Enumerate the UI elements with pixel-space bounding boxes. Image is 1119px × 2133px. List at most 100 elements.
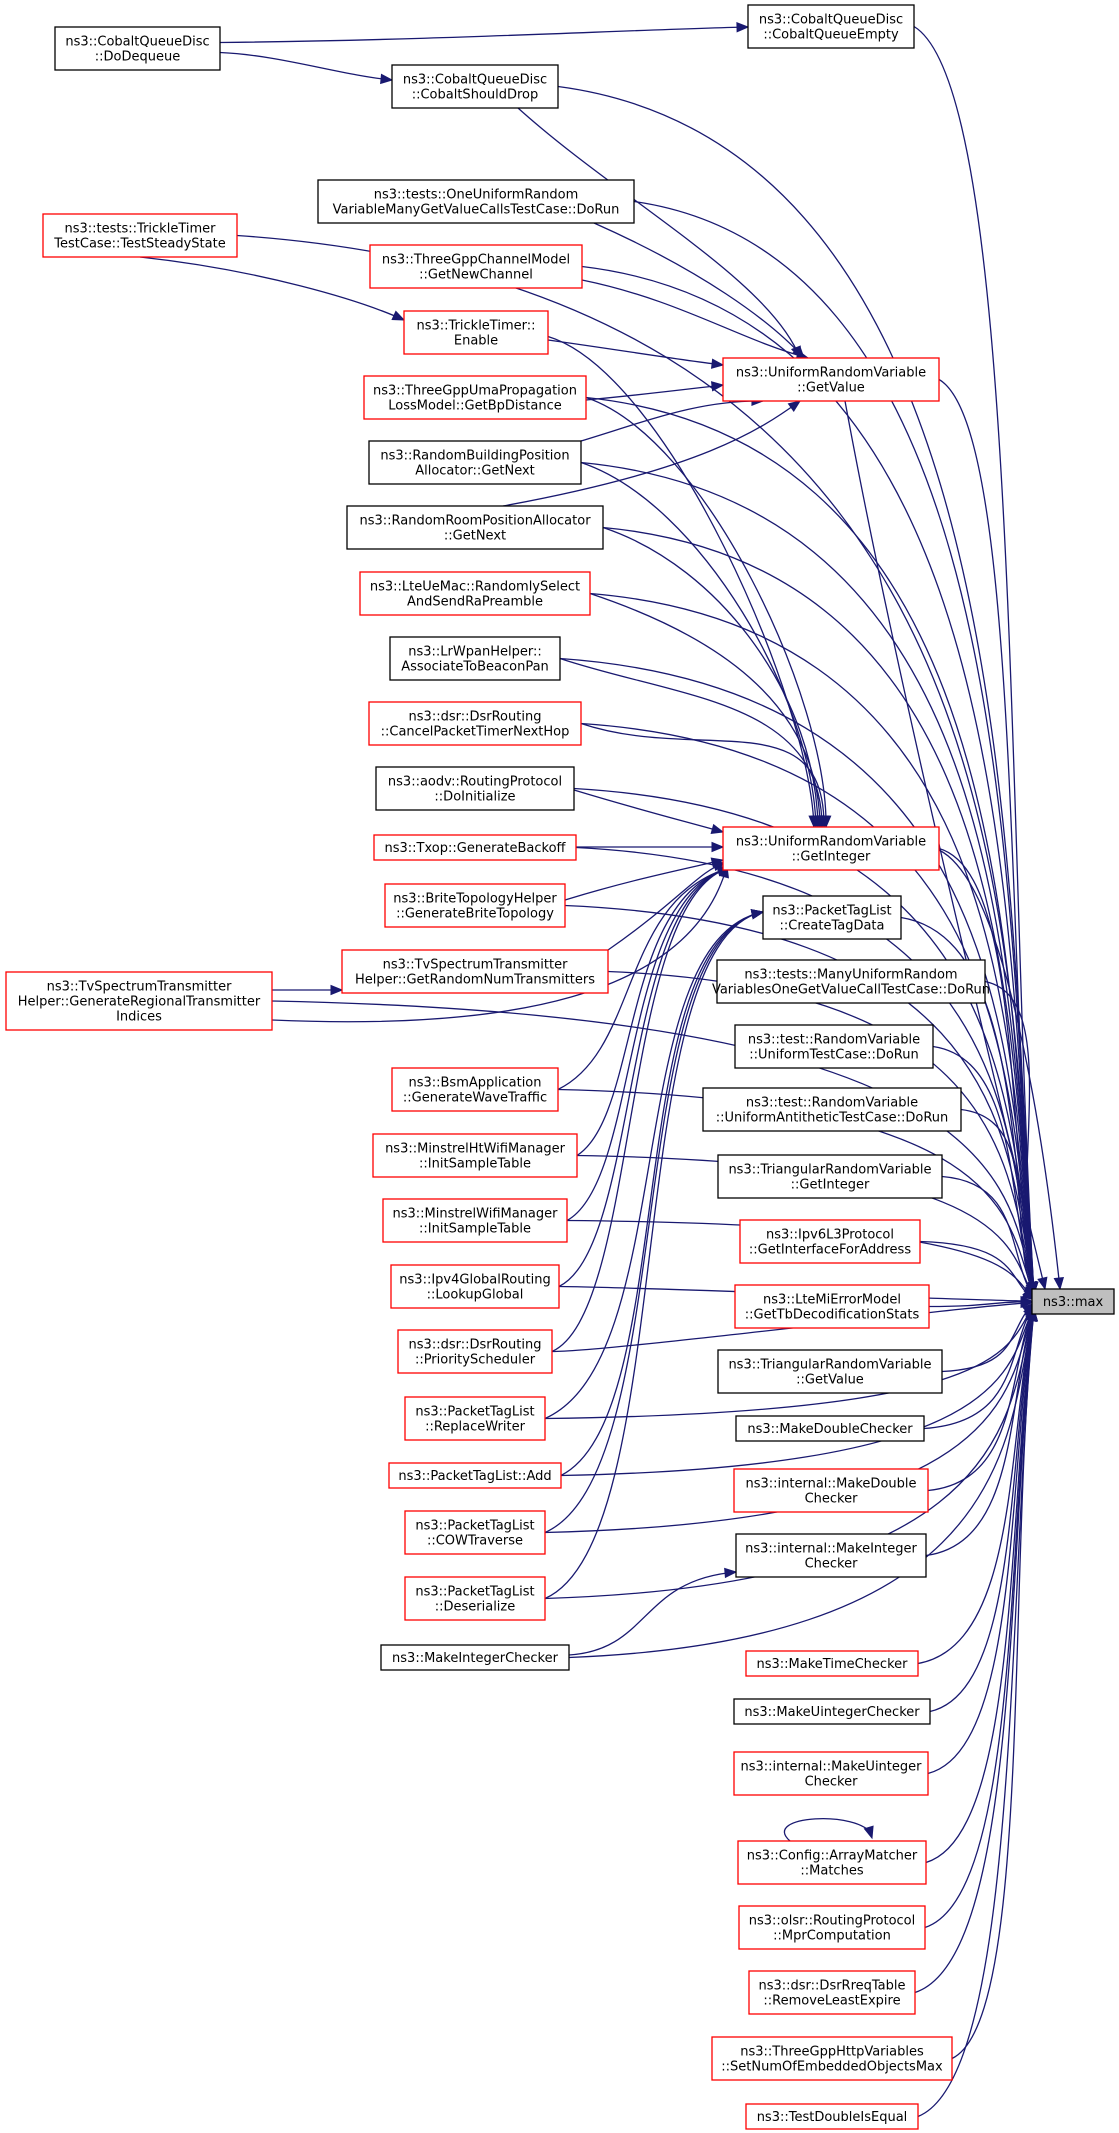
node-tvgetrandom[interactable]: ns3::TvSpectrumTransmitterHelper::GetRan… — [341, 949, 609, 994]
edge-arraymatcher-self — [783, 1818, 873, 1842]
node-randombuilding[interactable]: ns3::RandomBuildingPositionAllocator::Ge… — [368, 440, 582, 485]
node-getbpdistance-label: LossModel::GetBpDistance — [388, 399, 562, 414]
node-urv_getvalue-label: ::GetValue — [797, 381, 865, 396]
node-intmakeinteger[interactable]: ns3::internal::MakeIntegerChecker — [735, 1533, 927, 1578]
edge-minstrel-to-getinteger — [566, 867, 730, 1222]
node-ipv6l3[interactable]: ns3::Ipv6L3Protocol::GetInterfaceForAddr… — [739, 1219, 921, 1264]
node-ipv4global[interactable]: ns3::Ipv4GlobalRouting::LookupGlobal — [390, 1264, 560, 1309]
edge-trickletest-to-max — [236, 234, 1035, 1294]
node-createtagdata[interactable]: ns3::PacketTagList::CreateTagData — [762, 895, 902, 940]
edge-antithetic-to-max — [960, 1108, 1035, 1297]
node-dodequeue[interactable]: ns3::CobaltQueueDisc::DoDequeue — [54, 26, 221, 71]
edge-testdouble-to-max — [917, 1309, 1035, 2118]
node-cobaltshoulddrop-label: ::CobaltShouldDrop — [412, 88, 539, 103]
edge-lrwpan-to-max — [559, 657, 1035, 1294]
node-antithetic[interactable]: ns3::test::RandomVariable::UniformAntith… — [702, 1087, 962, 1132]
node-makedouble[interactable]: ns3::MakeDoubleChecker — [735, 1415, 925, 1442]
node-makeinteger[interactable]: ns3::MakeIntegerChecker — [380, 1644, 570, 1671]
node-randombuilding-label: Allocator::GetNext — [415, 464, 535, 479]
node-dsrrreq-box — [748, 1970, 916, 2015]
node-oneuniform-label: VariableManyGetValueCallsTestCase::DoRun — [333, 203, 620, 218]
node-dsrpriority[interactable]: ns3::dsr::DsrRouting::PriorityScheduler — [397, 1329, 553, 1374]
node-tri_getinteger-box — [717, 1154, 943, 1199]
node-threegpphttp[interactable]: ns3::ThreeGppHttpVariables::SetNumOfEmbe… — [711, 2036, 953, 2081]
node-getnewchannel[interactable]: ns3::ThreeGppChannelModel::GetNewChannel — [369, 244, 583, 289]
node-lrwpan[interactable]: ns3::LrWpanHelper::AssociateToBeaconPan — [389, 636, 561, 681]
edge-testdouble-to-max-arrow — [1027, 1308, 1039, 1322]
node-lrwpan-label: ns3::LrWpanHelper:: — [408, 645, 541, 660]
node-oneuniform[interactable]: ns3::tests::OneUniformRandomVariableMany… — [317, 179, 635, 224]
edge-randombuilding-to-getinteger — [580, 461, 817, 828]
edge-oneuniform-to-getvalue — [593, 222, 805, 359]
node-manyuniform[interactable]: ns3::tests::ManyUniformRandomVariablesOn… — [712, 959, 990, 1004]
node-ptladd[interactable]: ns3::PacketTagList::Add — [388, 1462, 562, 1489]
node-getbpdistance[interactable]: ns3::ThreeGppUmaPropagationLossModel::Ge… — [363, 375, 587, 420]
node-makedouble-label: ns3::MakeDoubleChecker — [747, 1422, 913, 1437]
node-cobaltshoulddrop[interactable]: ns3::CobaltQueueDisc::CobaltShouldDrop — [391, 64, 559, 109]
node-getnewchannel-label: ns3::ThreeGppChannelModel — [382, 253, 570, 268]
node-olsrmpr[interactable]: ns3::olsr::RoutingProtocol::MprComputati… — [738, 1905, 926, 1950]
node-getbpdistance-label: ns3::ThreeGppUmaPropagation — [373, 384, 577, 399]
node-ltemierror-box — [734, 1284, 930, 1329]
node-tvgenerate[interactable]: ns3::TvSpectrumTransmitterHelper::Genera… — [5, 971, 273, 1031]
node-uniformtestcase[interactable]: ns3::test::RandomVariable::UniformTestCa… — [734, 1024, 934, 1069]
node-target-max-label: ns3::max — [1043, 1295, 1104, 1310]
node-tri_getvalue[interactable]: ns3::TriangularRandomVariable::GetValue — [717, 1349, 943, 1394]
node-trickletest[interactable]: ns3::tests::TrickleTimerTestCase::TestSt… — [42, 213, 238, 258]
node-ipv4global-box — [390, 1264, 560, 1309]
edge-intmakeuinteger-to-max — [927, 1309, 1035, 1775]
node-testdouble[interactable]: ns3::TestDoubleIsEqual — [745, 2103, 919, 2130]
node-ltemierror[interactable]: ns3::LteMiErrorModel::GetTbDecodificatio… — [734, 1284, 930, 1329]
node-britetopo[interactable]: ns3::BriteTopologyHelper::GenerateBriteT… — [384, 883, 566, 928]
node-target-max[interactable]: ns3::max — [1031, 1288, 1115, 1315]
node-antithetic-label: ::UniformAntitheticTestCase::DoRun — [716, 1111, 949, 1126]
node-makeuinteger[interactable]: ns3::MakeUintegerChecker — [733, 1698, 931, 1725]
node-ipv4global-label: ns3::Ipv4GlobalRouting — [399, 1273, 550, 1288]
node-cowtraverse[interactable]: ns3::PacketTagList::COWTraverse — [404, 1510, 546, 1555]
node-txopbackoff[interactable]: ns3::Txop::GenerateBackoff — [373, 834, 577, 861]
node-arraymatcher-box — [737, 1840, 927, 1885]
node-maketime[interactable]: ns3::MakeTimeChecker — [745, 1650, 919, 1677]
node-intmakedouble[interactable]: ns3::internal::MakeDoubleChecker — [733, 1468, 929, 1513]
node-tri_getvalue-label: ::GetValue — [796, 1373, 864, 1388]
node-urv_getinteger[interactable]: ns3::UniformRandomVariable::GetInteger — [722, 826, 940, 871]
node-threegpphttp-label: ::SetNumOfEmbeddedObjectsMax — [721, 2060, 943, 2075]
node-aodvinit[interactable]: ns3::aodv::RoutingProtocol::DoInitialize — [375, 766, 575, 811]
node-uniformtestcase-box — [734, 1024, 934, 1069]
node-uniformtestcase-label: ::UniformTestCase::DoRun — [749, 1048, 919, 1063]
node-deserialize[interactable]: ns3::PacketTagList::Deserialize — [404, 1576, 546, 1621]
node-randomroom[interactable]: ns3::RandomRoomPositionAllocator::GetNex… — [346, 505, 604, 550]
node-tri_getinteger[interactable]: ns3::TriangularRandomVariable::GetIntege… — [717, 1154, 943, 1199]
node-ipv6l3-label: ns3::Ipv6L3Protocol — [766, 1228, 894, 1243]
node-tvgetrandom-label: Helper::GetRandomNumTransmitters — [355, 973, 595, 988]
node-threegpphttp-box — [711, 2036, 953, 2081]
node-trickletest-label: ns3::tests::TrickleTimer — [65, 222, 217, 237]
edge-aodvinit-to-getinteger-arrow — [710, 823, 725, 834]
node-maketime-box — [745, 1650, 919, 1677]
node-aodvinit-box — [375, 766, 575, 811]
edge-getvalue-to-max — [844, 400, 1046, 1290]
node-trickleenable[interactable]: ns3::TrickleTimer::Enable — [403, 310, 549, 355]
node-ipv4global-label: ::LookupGlobal — [427, 1288, 524, 1303]
node-intmakeuinteger[interactable]: ns3::internal::MakeUintegerChecker — [733, 1751, 929, 1796]
node-dsrrreq[interactable]: ns3::dsr::DsrRreqTable::RemoveLeastExpir… — [748, 1970, 916, 2015]
node-cobaltqueueempty[interactable]: ns3::CobaltQueueDisc::CobaltQueueEmpty — [747, 4, 915, 49]
node-replacewriter[interactable]: ns3::PacketTagList::ReplaceWriter — [404, 1396, 546, 1441]
node-lteuemac-label: AndSendRaPreamble — [407, 595, 543, 610]
node-arraymatcher[interactable]: ns3::Config::ArrayMatcher::Matches — [737, 1840, 927, 1885]
node-britetopo-label: ns3::BriteTopologyHelper — [393, 892, 557, 907]
edge-tvgenerate-to-getinteger — [271, 865, 728, 1023]
edge-trickletest-to-enable — [139, 256, 405, 321]
node-minstrel[interactable]: ns3::MinstrelWifiManager::InitSampleTabl… — [382, 1198, 568, 1243]
node-bsmapp[interactable]: ns3::BsmApplication::GenerateWaveTraffic — [391, 1067, 559, 1112]
node-minstrelht[interactable]: ns3::MinstrelHtWifiManager::InitSampleTa… — [372, 1133, 578, 1178]
node-dsrcancel[interactable]: ns3::dsr::DsrRouting::CancelPacketTimerN… — [368, 701, 582, 746]
node-arraymatcher-label: ::Matches — [800, 1864, 863, 1879]
node-lteuemac[interactable]: ns3::LteUeMac::RandomlySelectAndSendRaPr… — [359, 571, 591, 616]
node-olsrmpr-label: ::MprComputation — [773, 1929, 891, 1944]
node-dsrpriority-box — [397, 1329, 553, 1374]
edge-randomroom-to-getinteger — [602, 526, 819, 828]
node-dsrrreq-label: ns3::dsr::DsrRreqTable — [758, 1979, 905, 1994]
edge-getbpdistance-to-max — [585, 396, 1035, 1294]
node-urv_getvalue[interactable]: ns3::UniformRandomVariable::GetValue — [722, 357, 940, 402]
